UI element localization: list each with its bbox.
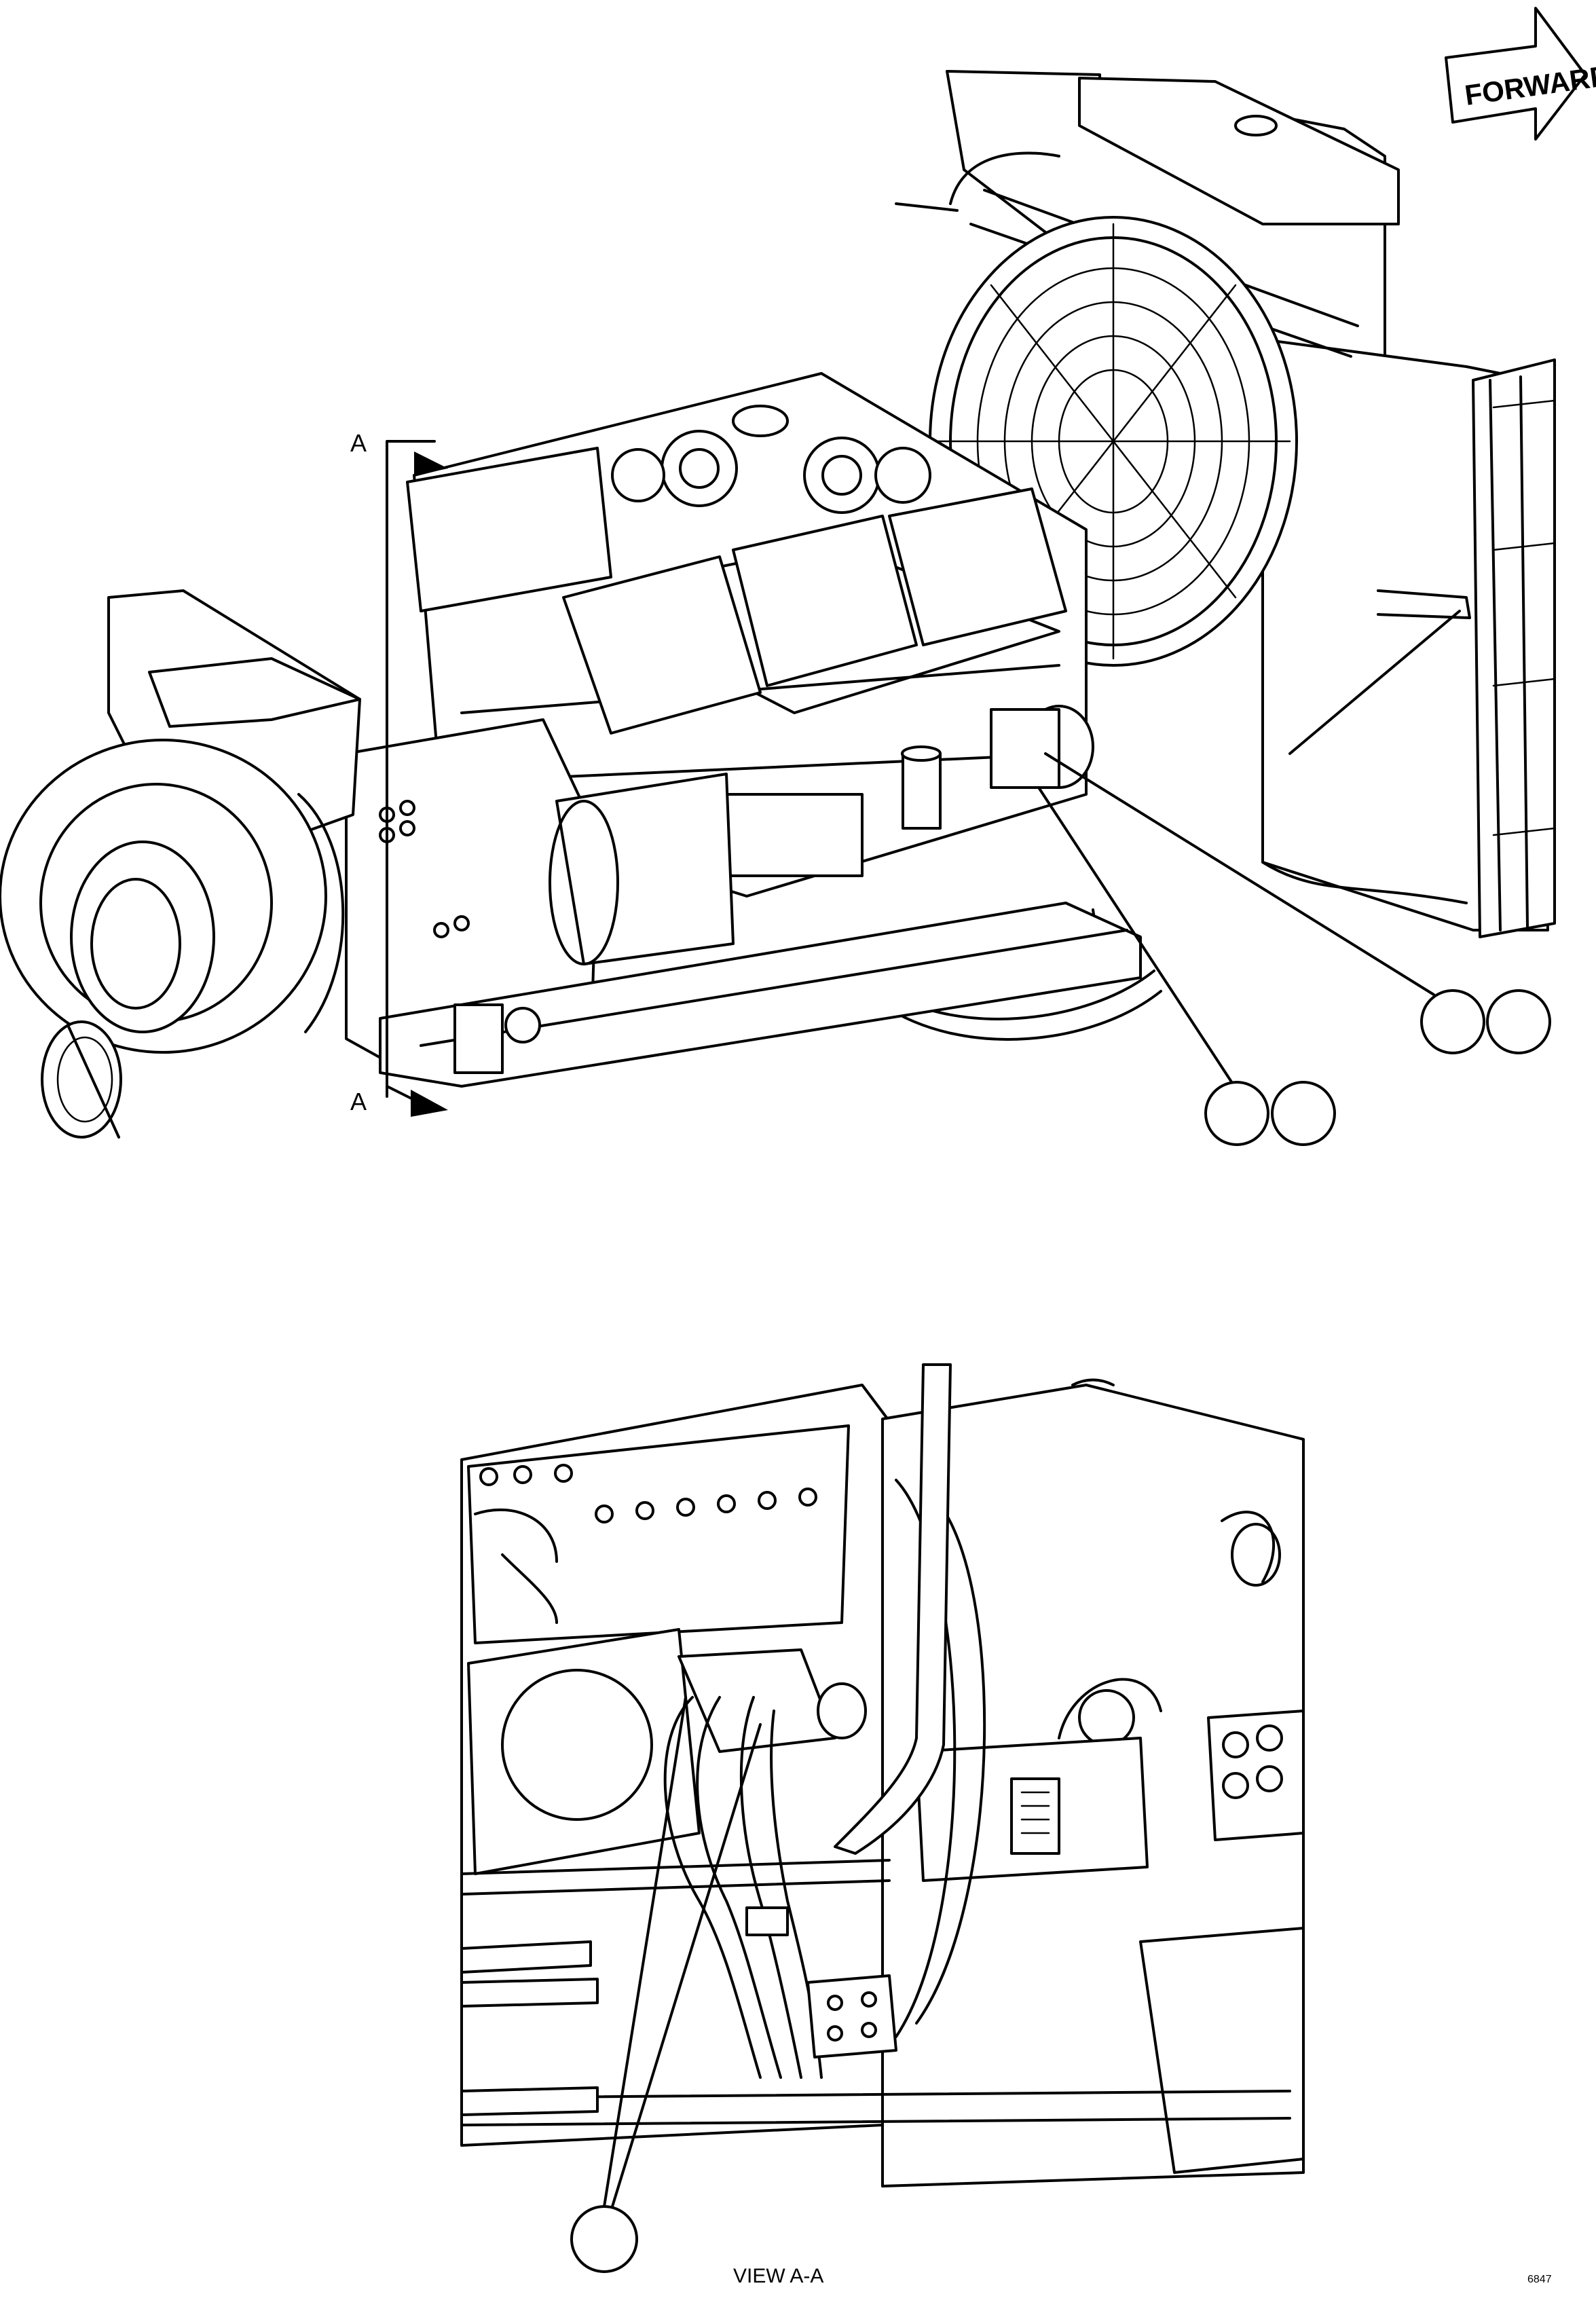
leader-line-view-1	[603, 1696, 687, 2208]
callout-circle	[1486, 989, 1551, 1054]
engine-isometric-view: A A	[0, 70, 1556, 1139]
bolt-row	[479, 1464, 817, 1523]
figure-number: 6847	[1527, 2274, 1552, 2285]
view-a-a-detail	[460, 1363, 1305, 2208]
connector-grid	[1020, 1791, 1050, 1834]
callout-circle	[570, 2205, 638, 2273]
callout-group-upper-right	[1420, 989, 1551, 1054]
leader-line-1	[1044, 752, 1435, 996]
engine-block	[406, 151, 1162, 1041]
leader-line-view-2	[611, 1723, 762, 2208]
leader-line-2	[1037, 786, 1233, 1084]
callout-circle	[1204, 1081, 1269, 1146]
section-line-a-a: A A	[350, 429, 448, 1117]
section-marker-top: A	[350, 429, 367, 457]
generator-housing	[345, 718, 1142, 1088]
forward-arrow: FORWARD	[1445, 7, 1596, 141]
callout-circle	[1271, 1081, 1336, 1146]
callout-group-view	[570, 2205, 638, 2273]
section-marker-bottom: A	[350, 1088, 367, 1115]
callout-circle	[1420, 989, 1485, 1054]
callout-group-upper-left	[1204, 1081, 1336, 1146]
blower-housing	[0, 589, 361, 1139]
view-caption: VIEW A-A	[733, 2265, 823, 2287]
